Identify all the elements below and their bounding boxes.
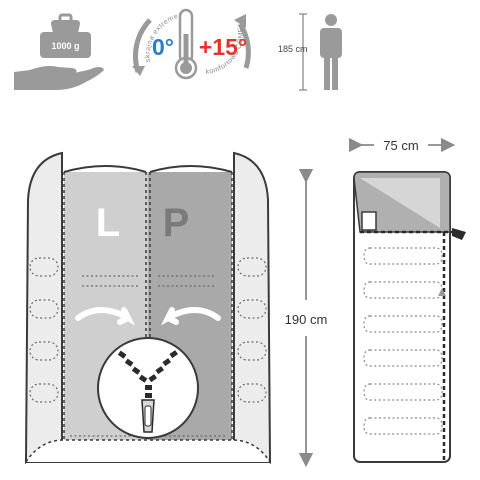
extreme-temperature-value: 0° (152, 34, 174, 60)
length-label: 190 cm (285, 312, 328, 327)
brand-logo-icon (438, 288, 446, 296)
height-icon: 185 cm (278, 13, 342, 91)
double-sleeping-bag-illustration: L P (24, 151, 272, 465)
join-arrow-left-icon (75, 307, 136, 326)
height-label: 185 cm (278, 44, 308, 54)
join-arrow-right-icon (160, 307, 221, 326)
weight-icon: 1000 g (14, 13, 104, 90)
right-bag-letter: P (163, 201, 190, 245)
length-dimension: 190 cm (285, 168, 328, 468)
width-label: 75 cm (383, 138, 418, 153)
zipper-pull-icon (452, 228, 466, 240)
single-sleeping-bag-illustration (353, 171, 466, 463)
comfort-temperature-value: +15° (199, 34, 247, 60)
weight-label: 1000 g (51, 41, 79, 51)
width-dimension: 75 cm (348, 137, 456, 153)
zipper-detail-icon (97, 337, 199, 439)
hand-icon (14, 66, 104, 90)
temperature-icon: 0° +15° skrajna extreme komfortowa COMFO… (0, 0, 251, 80)
person-icon (320, 14, 342, 90)
left-bag-letter: L (96, 201, 120, 245)
